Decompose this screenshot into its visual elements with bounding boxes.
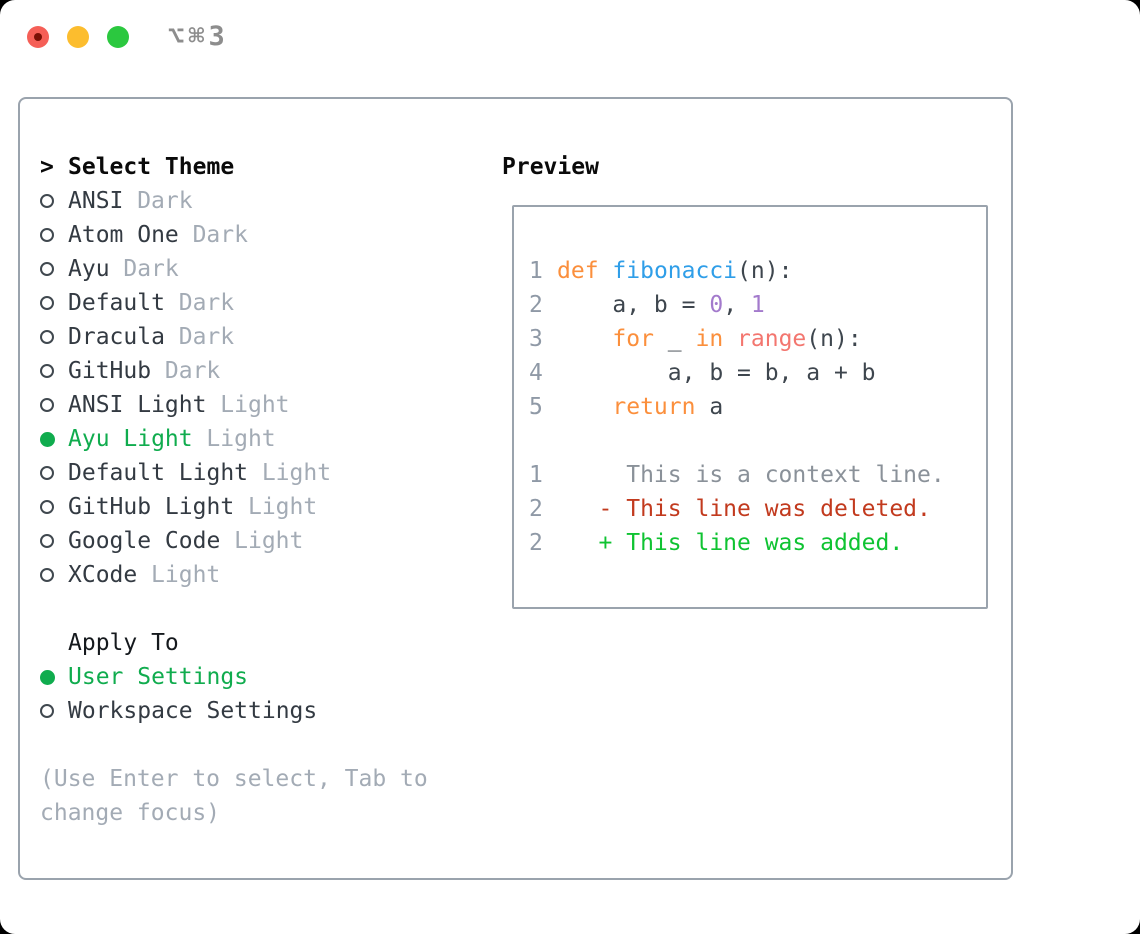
theme-name: Ayu [68, 256, 110, 282]
theme-option-default-dark[interactable]: Default Dark [40, 286, 480, 320]
theme-name: ANSI [68, 188, 124, 214]
theme-name: ANSI Light [68, 392, 207, 418]
radio-icon [40, 330, 54, 344]
theme-variant: Light [234, 528, 304, 554]
radio-icon [40, 500, 54, 514]
line-number: 4 [529, 360, 543, 386]
theme-name: Atom One [68, 222, 179, 248]
line-number: 1 [529, 258, 543, 284]
radio-icon [40, 262, 54, 276]
theme-variant: Light [261, 460, 332, 486]
line-content: This is a context line. [557, 462, 945, 488]
line-content: + This line was added. [557, 530, 904, 556]
apply-option-workspace-settings[interactable]: Workspace Settings [40, 694, 480, 728]
line-number: 2 [529, 496, 543, 522]
theme-option-google-code-light[interactable]: Google Code Light [40, 524, 480, 558]
line-content: a, b = 0, 1 [557, 292, 765, 318]
radio-icon [40, 534, 54, 548]
line-number: 1 [529, 462, 543, 488]
line-content: def fibonacci(n): [557, 258, 793, 284]
line-number [529, 424, 557, 458]
radio-icon [40, 398, 54, 412]
preview-line-3: 3 for _ in range(n): [529, 322, 986, 356]
apply-option-label: User Settings [68, 664, 249, 690]
apply-to-header: Apply To [68, 630, 179, 656]
theme-variant: Light [206, 426, 276, 452]
line-number: 2 [529, 530, 543, 556]
help-text: (Use Enter to select, Tab to change focu… [40, 766, 428, 826]
radio-icon [40, 466, 54, 480]
theme-variant: Dark [164, 358, 221, 384]
theme-name: Ayu Light [68, 426, 193, 452]
theme-variant: Dark [123, 256, 179, 282]
preview-line-9: 2 + This line was added. [529, 526, 986, 560]
theme-option-github-light-light[interactable]: GitHub Light Light [40, 490, 480, 524]
apply-option-label: Workspace Settings [68, 698, 318, 724]
theme-name: GitHub Light [68, 494, 235, 520]
theme-variant: Dark [137, 188, 193, 214]
preview-line-6 [529, 424, 986, 458]
radio-icon [40, 296, 54, 310]
radio-icon [40, 194, 54, 208]
theme-variant: Dark [178, 290, 235, 316]
window-traffic-lights [27, 26, 129, 48]
theme-option-github-dark[interactable]: GitHub Dark [40, 354, 480, 388]
radio-icon [40, 568, 54, 582]
theme-option-dracula-dark[interactable]: Dracula Dark [40, 320, 480, 354]
preview-line-8: 2 - This line was deleted. [529, 492, 986, 526]
theme-name: Default [68, 290, 165, 316]
line-number: 3 [529, 326, 543, 352]
radio-selected-icon [40, 669, 55, 685]
theme-name: XCode [68, 562, 138, 588]
theme-name: Google Code [68, 528, 221, 554]
apply-option-user-settings[interactable]: User Settings [40, 660, 480, 694]
close-button[interactable] [27, 26, 49, 48]
line-content: - This line was deleted. [557, 496, 931, 522]
focus-caret: > [40, 154, 54, 180]
select-theme-header-row: > Select Theme [40, 150, 480, 184]
theme-variant: Light [220, 392, 290, 418]
theme-option-default-light-light[interactable]: Default Light Light [40, 456, 480, 490]
theme-option-ayu-light-light[interactable]: Ayu Light Light [40, 422, 480, 456]
theme-option-xcode-light[interactable]: XCode Light [40, 558, 480, 592]
line-content: for _ in range(n): [612, 326, 862, 352]
radio-icon [40, 704, 54, 718]
radio-icon [40, 228, 54, 242]
line-content: return a [612, 394, 724, 420]
theme-name: Default Light [68, 460, 249, 486]
radio-selected-icon [40, 431, 55, 447]
theme-variant: Dark [178, 324, 235, 350]
theme-name: GitHub [68, 358, 152, 384]
zoom-button[interactable] [107, 26, 129, 48]
theme-variant: Dark [192, 222, 248, 248]
preview-line-1: 1 def fibonacci(n): [529, 254, 986, 288]
theme-option-ansi-light-light[interactable]: ANSI Light Light [40, 388, 480, 422]
select-theme-header: Select Theme [68, 154, 235, 180]
minimize-button[interactable] [67, 26, 89, 48]
line-number: 5 [529, 394, 543, 420]
theme-name: Dracula [68, 324, 165, 350]
preview-line-5: 5 return a [529, 390, 986, 424]
preview-line-2: 2 a, b = 0, 1 [529, 288, 986, 322]
theme-variant: Light [151, 562, 221, 588]
preview-header: Preview [502, 154, 599, 180]
theme-option-atom-one-dark[interactable]: Atom One Dark [40, 218, 480, 252]
preview-line-7: 1 This is a context line. [529, 458, 986, 492]
window-title-shortcut: ⌥⌘3 [168, 21, 229, 52]
close-dot-icon [34, 33, 42, 41]
radio-icon [40, 364, 54, 378]
preview-line-4: 4 a, b = b, a + b [529, 356, 986, 390]
apply-to-header-row: Apply To [40, 626, 480, 660]
theme-variant: Light [247, 494, 318, 520]
line-content: a, b = b, a + b [557, 360, 876, 386]
theme-option-ayu-dark[interactable]: Ayu Dark [40, 252, 480, 286]
theme-option-ansi-dark[interactable]: ANSI Dark [40, 184, 480, 218]
line-number: 2 [529, 292, 543, 318]
